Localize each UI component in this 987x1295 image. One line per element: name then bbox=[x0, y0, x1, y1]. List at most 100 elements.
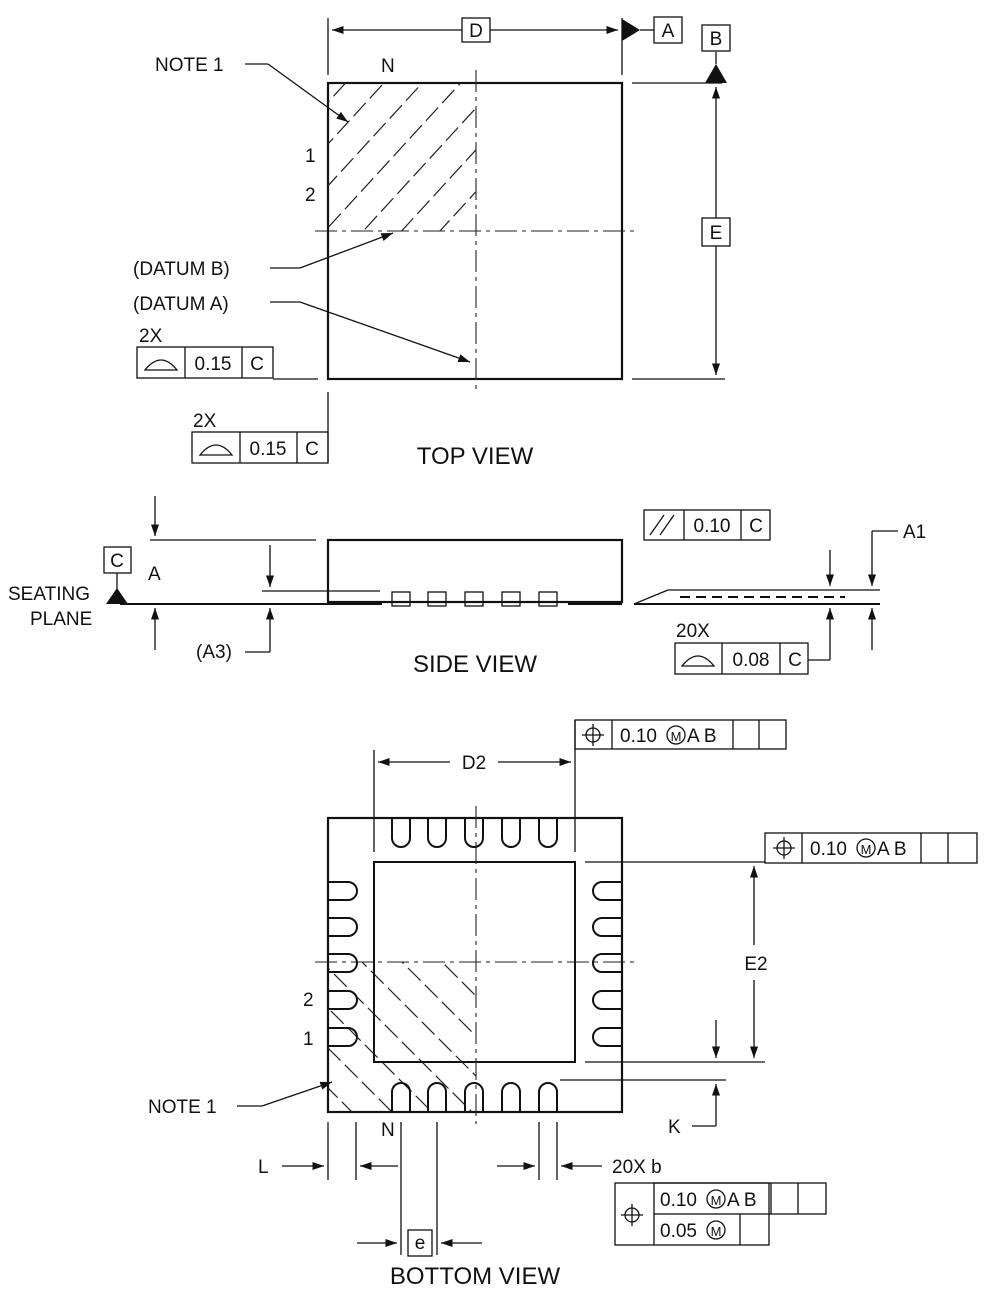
position-right-tol: 0.10 bbox=[810, 839, 847, 860]
seating-plane-label-2: PLANE bbox=[30, 609, 92, 630]
position-tolerance-icon bbox=[621, 1204, 643, 1226]
dim-d-label: D bbox=[469, 21, 483, 42]
top-pin-1-label: 1 bbox=[305, 146, 316, 167]
terminal bbox=[391, 818, 411, 848]
top-note1-label: NOTE 1 bbox=[155, 55, 224, 76]
profile-upper-count: 2X bbox=[139, 326, 163, 347]
datum-a-box-label: A bbox=[662, 21, 675, 42]
dim-l-label: L bbox=[258, 1157, 269, 1178]
bottom-hatch-pin1-area bbox=[328, 962, 476, 1112]
profile-symbol-icon bbox=[680, 655, 716, 667]
coplanarity-frame bbox=[674, 642, 809, 675]
mmc-modifier-icon bbox=[666, 725, 686, 745]
terminal bbox=[464, 1082, 484, 1112]
datum-b-label: (DATUM B) bbox=[133, 259, 230, 280]
side-terminal-pad bbox=[501, 591, 521, 607]
terminal bbox=[538, 818, 558, 848]
dim-d2-label: D2 bbox=[462, 753, 486, 774]
datum-b-box-label: B bbox=[710, 29, 723, 50]
terminal bbox=[464, 818, 484, 848]
position-b-row2-tol: 0.05 bbox=[660, 1221, 697, 1242]
top-pin-2-label: 2 bbox=[305, 185, 316, 206]
dim-e2-label: E2 bbox=[744, 954, 767, 975]
coplanarity-count: 20X bbox=[676, 621, 710, 642]
terminal bbox=[592, 990, 622, 1010]
position-right-mod: M bbox=[861, 842, 872, 857]
parallelism-datum: C bbox=[749, 516, 763, 537]
dim-e-label: E bbox=[710, 223, 723, 244]
side-terminal-pad bbox=[391, 591, 411, 607]
terminal bbox=[592, 1027, 622, 1047]
profile-upper-tol: 0.15 bbox=[195, 354, 232, 375]
mmc-modifier-icon bbox=[856, 838, 876, 858]
coplanarity-tol: 0.08 bbox=[733, 650, 770, 671]
profile-lower-frame bbox=[191, 431, 329, 464]
bottom-pin-1-label: 1 bbox=[303, 1029, 314, 1050]
position-tolerance-icon bbox=[773, 837, 795, 859]
terminal bbox=[501, 818, 521, 848]
bottom-view: D2 0.10 M A B 0.10 M A B bbox=[148, 719, 978, 1290]
bottom-pin-n-label: N bbox=[381, 1120, 395, 1141]
terminal bbox=[328, 990, 358, 1010]
terminal bbox=[501, 1082, 521, 1112]
position-top-datums: A B bbox=[687, 726, 717, 747]
dim-a-label: A bbox=[148, 564, 161, 585]
datum-c-box-label: C bbox=[110, 551, 124, 572]
terminal bbox=[538, 1082, 558, 1112]
parallelism-icon bbox=[649, 514, 675, 536]
terminal bbox=[328, 917, 358, 937]
position-frame-top bbox=[574, 719, 787, 750]
terminal bbox=[592, 881, 622, 901]
terminal bbox=[391, 1082, 411, 1112]
terminal bbox=[328, 881, 358, 901]
position-b-row2-mod: M bbox=[711, 1224, 722, 1239]
top-pin-n-label: N bbox=[381, 56, 395, 77]
position-right-datums: A B bbox=[877, 839, 907, 860]
terminal bbox=[592, 953, 622, 973]
dim-a1-label: A1 bbox=[903, 522, 926, 543]
dim-b-label: 20X b bbox=[612, 1157, 662, 1178]
top-view-title: TOP VIEW bbox=[417, 443, 534, 470]
profile-lower-count: 2X bbox=[193, 411, 217, 432]
dim-k-label: K bbox=[668, 1117, 681, 1138]
profile-lower-tol: 0.15 bbox=[250, 439, 287, 460]
position-b-row1-mod: M bbox=[711, 1193, 722, 1208]
parallelism-tol: 0.10 bbox=[694, 516, 731, 537]
terminals-left-column bbox=[328, 881, 358, 1047]
bottom-pin-2-label: 2 bbox=[303, 990, 314, 1011]
coplanarity-datum: C bbox=[788, 650, 802, 671]
profile-upper-datum: C bbox=[250, 354, 264, 375]
datum-c-triangle bbox=[106, 588, 128, 604]
terminals-top-row bbox=[391, 818, 558, 848]
terminal bbox=[427, 818, 447, 848]
seating-plane-label-1: SEATING bbox=[8, 584, 90, 605]
profile-symbol-icon bbox=[143, 359, 179, 371]
position-frame-right bbox=[764, 832, 978, 864]
side-terminal-pad bbox=[427, 591, 447, 607]
mmc-modifier-icon bbox=[706, 1220, 726, 1240]
side-view: A (A3) C SEATING PLANE 0.10 C A1 20X bbox=[8, 496, 926, 678]
bottom-view-title: BOTTOM VIEW bbox=[390, 1263, 561, 1290]
datum-a-triangle bbox=[622, 19, 640, 41]
dim-e-pitch-label: e bbox=[415, 1233, 426, 1254]
profile-lower-datum: C bbox=[305, 439, 319, 460]
top-view: D A B E NOTE 1 N 1 2 (DATUM B) (DATUM A)… bbox=[133, 16, 731, 470]
position-top-tol: 0.10 bbox=[620, 726, 657, 747]
position-b-row1-tol: 0.10 bbox=[660, 1190, 697, 1211]
profile-upper-frame bbox=[136, 346, 274, 379]
side-package-body bbox=[326, 538, 624, 604]
mmc-modifier-icon bbox=[706, 1189, 726, 1209]
bottom-note1-label: NOTE 1 bbox=[148, 1097, 217, 1118]
side-terminal-pad bbox=[464, 591, 484, 607]
dim-a3-label: (A3) bbox=[196, 642, 232, 663]
side-terminal-pad bbox=[538, 591, 558, 607]
terminal bbox=[328, 953, 358, 973]
parallelism-frame bbox=[643, 509, 771, 541]
terminal bbox=[592, 917, 622, 937]
profile-symbol-icon bbox=[198, 444, 234, 456]
terminal bbox=[328, 1027, 358, 1047]
side-view-title: SIDE VIEW bbox=[413, 651, 537, 678]
terminals-right-column bbox=[592, 881, 622, 1047]
